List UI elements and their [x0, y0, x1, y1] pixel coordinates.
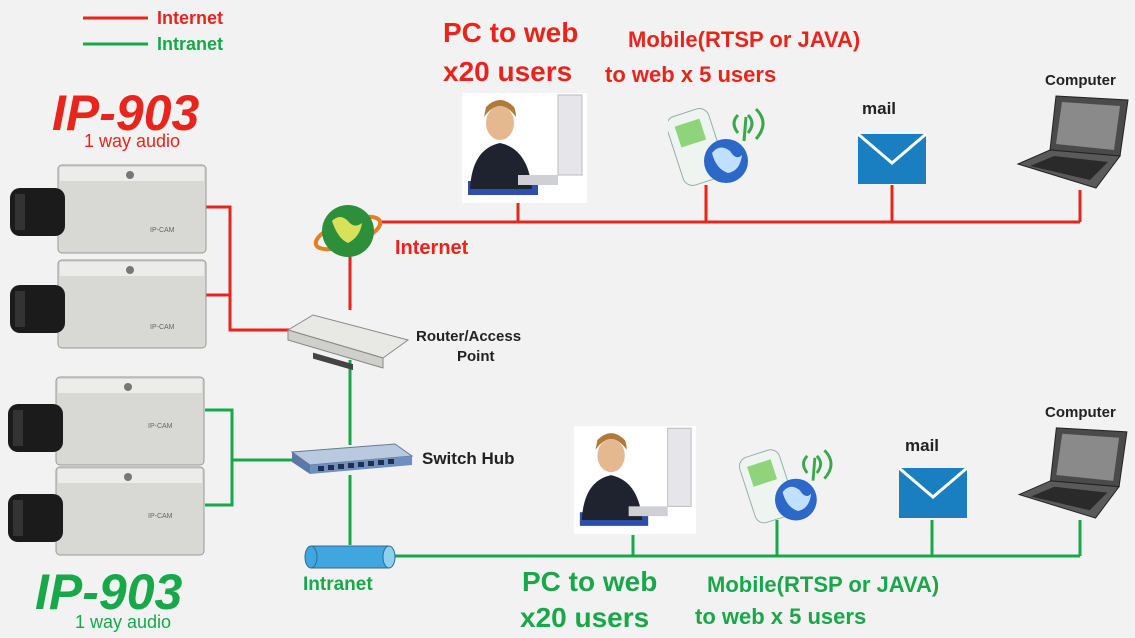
router-icon [286, 314, 410, 370]
top-mobile-label-line1: Mobile(RTSP or JAVA) [628, 27, 861, 52]
mobile-phone-icon [738, 449, 833, 524]
switch-hub-label: Switch Hub [422, 449, 515, 468]
svg-text:IP-CAM: IP-CAM [148, 513, 173, 520]
legend-internet-label: Internet [157, 8, 224, 28]
mail-icon [857, 133, 927, 184]
mobile-phone-icon [668, 107, 765, 186]
bottom-pc-label-line1: PC to web [522, 566, 658, 597]
bottom-model-title: IP-903 [35, 564, 183, 620]
ip-camera-1-icon: IP-CAM [10, 164, 207, 254]
mail-icon [898, 467, 968, 518]
svg-text:IP-CAM: IP-CAM [148, 423, 173, 430]
laptop-icon [1017, 427, 1128, 519]
intranet-label: Intranet [303, 574, 373, 595]
globe-icon [313, 205, 383, 257]
ip-camera-3-icon: IP-CAM [8, 376, 205, 466]
bottom-computer-label: Computer [1045, 404, 1116, 421]
ip-camera-2-icon: IP-CAM [10, 259, 207, 349]
laptop-icon [1016, 95, 1129, 189]
pc-user-icon [574, 426, 696, 534]
top-model-subtitle: 1 way audio [84, 131, 181, 151]
top-mobile-label-line2: to web x 5 users [605, 62, 777, 87]
legend-intranet-label: Intranet [157, 34, 224, 54]
pc-user-icon [462, 93, 587, 203]
bottom-model-subtitle: 1 way audio [75, 612, 172, 632]
router-label-line2: Point [457, 348, 495, 365]
switch-hub-icon [290, 443, 414, 474]
svg-text:IP-CAM: IP-CAM [150, 324, 175, 331]
intranet-link-camera4 [205, 460, 234, 507]
top-pc-label-line1: PC to web [443, 17, 579, 48]
router-label-line1: Router/Access [416, 328, 522, 345]
bottom-mail-label: mail [905, 436, 940, 455]
ip-camera-4-icon: IP-CAM [8, 466, 205, 556]
internet-label: Internet [395, 237, 469, 259]
intranet-link-camera3 [205, 408, 295, 462]
bottom-pc-label-line2: x20 users [520, 602, 650, 633]
top-model-title: IP-903 [52, 85, 200, 141]
top-mail-label: mail [862, 99, 897, 118]
svg-text:IP-CAM: IP-CAM [150, 227, 175, 234]
top-computer-label: Computer [1045, 72, 1116, 89]
bottom-mobile-label-line2: to web x 5 users [695, 604, 867, 629]
bottom-mobile-label-line1: Mobile(RTSP or JAVA) [707, 572, 940, 597]
internet-link-camera1 [205, 205, 290, 332]
top-pc-label-line2: x20 users [443, 56, 573, 87]
intranet-pipe-icon [304, 545, 396, 569]
